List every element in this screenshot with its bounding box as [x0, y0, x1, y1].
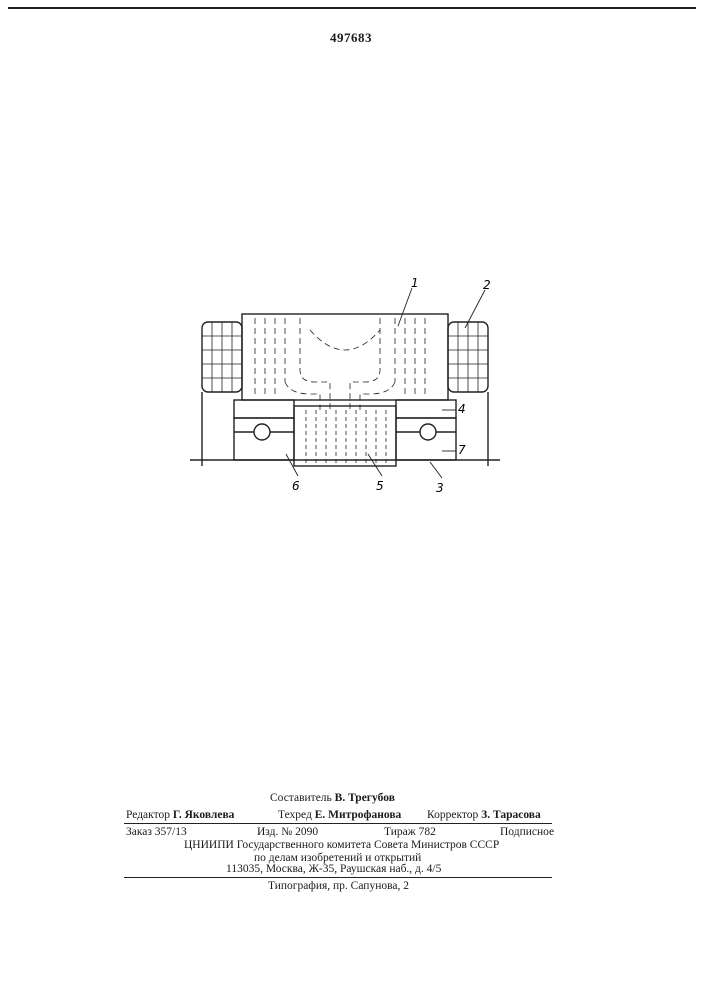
- edition-number: Изд. № 2090: [257, 826, 318, 838]
- rule-lower: [124, 877, 552, 878]
- label-5: 5: [376, 479, 384, 493]
- corrector-label: Корректор: [427, 809, 478, 821]
- label-7: 7: [458, 443, 466, 457]
- org-line-1: ЦНИИПИ Государственного комитета Совета …: [184, 839, 499, 851]
- patent-number: 497683: [330, 30, 372, 46]
- print-run: Тираж 782: [384, 826, 436, 838]
- composer-line: Составитель В. Трегубов: [270, 792, 395, 804]
- core-1: [242, 314, 448, 400]
- rule-upper: [124, 823, 552, 824]
- technical-drawing: 1 2 4 7 6 5 3: [180, 270, 510, 500]
- editor-label: Редактор: [126, 809, 170, 821]
- composer-label: Составитель: [270, 792, 332, 804]
- label-3: 3: [436, 481, 444, 495]
- techred-name: Е. Митрофанова: [315, 809, 402, 821]
- printer: Типография, пр. Сапунова, 2: [268, 880, 409, 892]
- techred-line: Техред Е. Митрофанова: [278, 809, 401, 821]
- corrector-name: З. Тарасова: [481, 809, 541, 821]
- label-1: 1: [411, 276, 419, 290]
- org-address: 113035, Москва, Ж-35, Раушская наб., д. …: [226, 863, 441, 875]
- composer-name: В. Трегубов: [335, 792, 395, 804]
- top-rule: [8, 7, 696, 9]
- flange-right: [396, 400, 456, 418]
- ball-right: [420, 424, 436, 440]
- corrector-line: Корректор З. Тарасова: [427, 809, 541, 821]
- order-number: Заказ 357/13: [126, 826, 187, 838]
- rotor-5: [294, 406, 396, 466]
- editor-line: Редактор Г. Яковлева: [126, 809, 234, 821]
- label-4: 4: [458, 402, 466, 416]
- label-2: 2: [483, 278, 491, 292]
- editor-name: Г. Яковлева: [173, 809, 235, 821]
- flange-left: [234, 400, 294, 418]
- label-6: 6: [292, 479, 300, 493]
- drawing-labels: 1 2 4 7 6 5 3: [292, 276, 491, 495]
- ball-left: [254, 424, 270, 440]
- subscription: Подписное: [500, 826, 554, 838]
- techred-label: Техред: [278, 809, 312, 821]
